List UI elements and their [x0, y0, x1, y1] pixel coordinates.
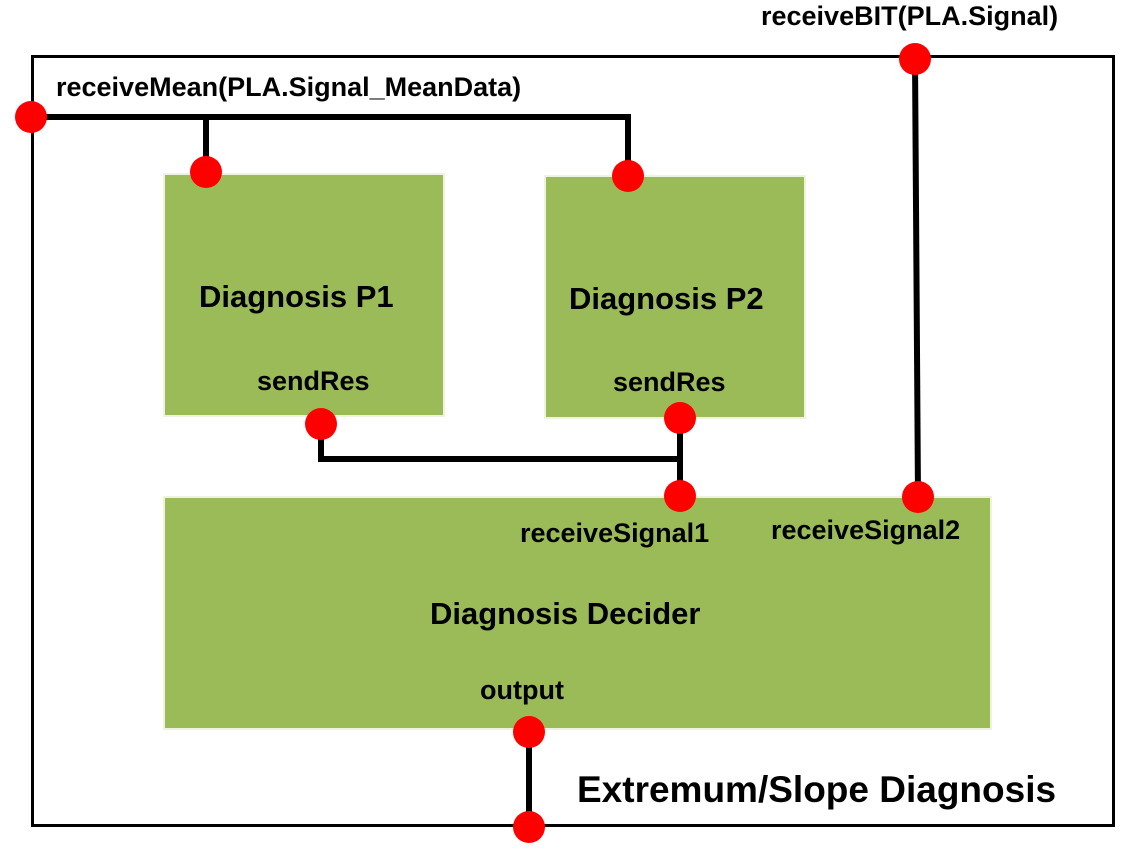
receive-signal2-port — [902, 481, 934, 513]
decider-output-label: output — [480, 675, 564, 705]
receive-bit-port — [899, 43, 931, 75]
frame-output-port — [513, 811, 545, 843]
receive-bit-wire — [912, 58, 921, 498]
p2-send-res-port — [664, 402, 696, 434]
p1-send-res-label: sendRes — [257, 366, 370, 396]
send-res-wire — [318, 418, 683, 496]
diagram-title: Extremum/Slope Diagnosis — [577, 769, 1057, 810]
decider-output-port — [513, 716, 545, 748]
receive-signal1-label: receiveSignal1 — [520, 518, 710, 548]
p2-send-res-label: sendRes — [613, 367, 726, 397]
p1-send-res-port — [305, 408, 337, 440]
receive-signal1-port — [664, 480, 696, 512]
receive-mean-label: receiveMean(PLA.Signal_MeanData) — [56, 72, 522, 102]
receive-mean-wire — [31, 114, 631, 176]
receive-mean-port — [15, 101, 47, 133]
extremum-slope-diagnosis-frame — [31, 55, 1115, 827]
diagnosis-p1-title: Diagnosis P1 — [199, 279, 394, 314]
diagnosis-decider-block — [163, 496, 992, 730]
receive-bit-label: receiveBIT(PLA.Signal) — [761, 1, 1059, 31]
receive-signal2-label: receiveSignal2 — [771, 515, 961, 545]
p2-input-port — [612, 160, 644, 192]
diagnosis-decider-title: Diagnosis Decider — [430, 596, 701, 631]
p1-input-port — [190, 156, 222, 188]
diagnosis-p2-title: Diagnosis P2 — [569, 281, 764, 316]
diagnosis-p2-block — [544, 175, 806, 419]
diagnosis-p1-block — [163, 173, 445, 417]
